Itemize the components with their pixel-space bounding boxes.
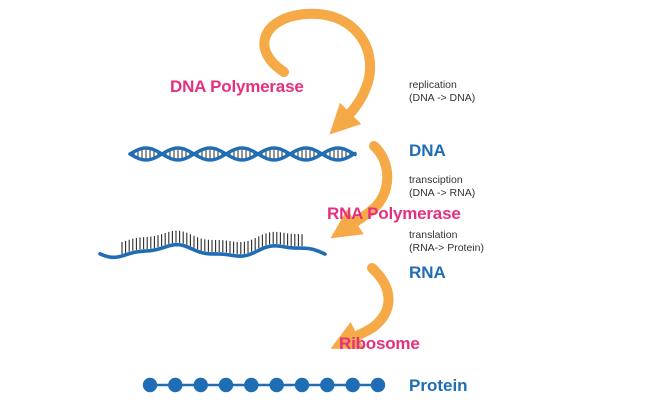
amino-acid-bead	[370, 377, 386, 393]
translation-detail: (RNA-> Protein)	[409, 242, 484, 254]
amino-acid-bead	[244, 377, 259, 393]
ribosome-label: Ribosome	[339, 334, 420, 353]
translation-arrow	[330, 263, 394, 349]
amino-acid-bead	[193, 377, 208, 393]
rna-label: RNA	[409, 263, 446, 282]
amino-acid-bead	[142, 377, 158, 393]
amino-acid-bead	[345, 377, 360, 393]
protein-chain-icon	[142, 377, 386, 393]
transcription-detail: (DNA -> RNA)	[409, 187, 476, 199]
replication-name: replication	[409, 79, 457, 91]
amino-acid-bead	[269, 377, 284, 393]
amino-acid-bead	[218, 377, 234, 393]
replication-note: replication (DNA -> DNA)	[409, 79, 475, 105]
transcription-name: transciption	[409, 174, 463, 186]
translation-name: translation	[409, 229, 458, 241]
amino-acid-bead	[168, 377, 183, 393]
amino-acid-bead	[320, 377, 335, 393]
amino-acid-bead	[294, 377, 310, 393]
transcription-arrow	[330, 141, 393, 239]
replication-arrow	[259, 8, 376, 135]
replication-detail: (DNA -> DNA)	[409, 92, 476, 104]
dna-strand-b	[128, 146, 357, 162]
rna-strand-icon	[98, 230, 327, 260]
rna-backbone	[98, 242, 327, 260]
transcription-note: transciption (DNA -> RNA)	[409, 174, 475, 200]
translation-note: translation (RNA-> Protein)	[409, 229, 484, 255]
dna-strand-a	[128, 146, 357, 162]
rna-polymerase-label: RNA Polymerase	[327, 204, 461, 223]
dna-double-helix-icon	[128, 146, 357, 162]
protein-label: Protein	[409, 376, 468, 395]
dna-polymerase-label: DNA Polymerase	[170, 77, 304, 96]
dna-label: DNA	[409, 141, 446, 160]
